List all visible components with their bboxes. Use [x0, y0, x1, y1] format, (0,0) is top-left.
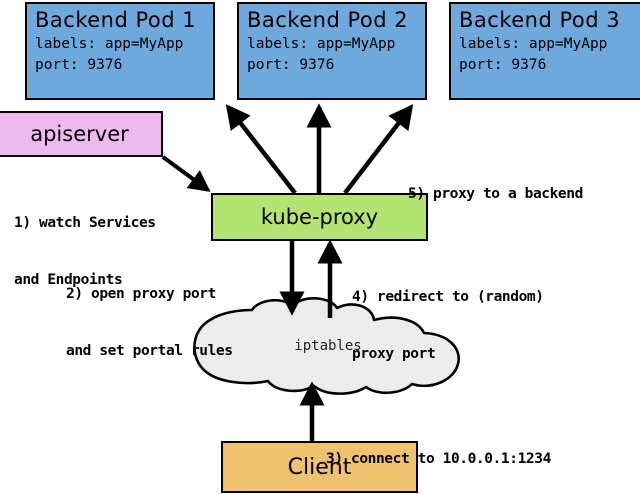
step-3-label: 3) connect to 10.0.0.1:1234: [326, 412, 551, 494]
backend-pod-1-labels: labels: app=MyApp: [35, 36, 184, 52]
backend-pod-2-box[interactable]: Backend Pod 2 labels: app=MyApp port: 93…: [237, 2, 427, 100]
step-5-line-1: 5) proxy to a backend: [408, 186, 583, 202]
backend-pod-3-title: Backend Pod 3: [459, 8, 621, 32]
backend-pod-3-labels: labels: app=MyApp: [459, 36, 608, 52]
backend-pod-1-port: port: 9376: [35, 57, 123, 73]
step-4-line-2: proxy port: [352, 346, 436, 362]
backend-pod-1-title: Backend Pod 1: [35, 8, 197, 32]
client-box[interactable]: Client: [221, 441, 418, 493]
iptables-label: iptables: [294, 338, 362, 354]
kube-proxy-box[interactable]: kube-proxy: [211, 193, 428, 241]
apiserver-box[interactable]: apiserver: [0, 111, 163, 157]
backend-pod-1-box[interactable]: Backend Pod 1 labels: app=MyApp port: 93…: [25, 2, 215, 100]
step-2-label: 2) open proxy port and set portal rules: [66, 247, 233, 399]
step-4-label: 4) redirect to (random) proxy port: [352, 250, 544, 402]
client-label: Client: [287, 454, 352, 480]
kube-proxy-label: kube-proxy: [260, 205, 379, 229]
step-4-line-1: 4) redirect to (random): [352, 289, 544, 305]
arrow-kubeproxy-to-pod-1: [225, 104, 297, 195]
step-1-line-1: 1) watch Services: [14, 215, 156, 231]
step-5-label: 5) proxy to a backend: [408, 147, 583, 242]
backend-pod-2-title: Backend Pod 2: [247, 8, 409, 32]
apiserver-label: apiserver: [30, 122, 129, 146]
backend-pod-3-port: port: 9376: [459, 57, 547, 73]
step-2-line-1: 2) open proxy port: [66, 286, 216, 302]
backend-pod-2-port: port: 9376: [247, 57, 335, 73]
arrow-kubeproxy-to-pod-3: [343, 104, 414, 195]
step-1-label: 1) watch Services and Endpoints: [14, 176, 156, 328]
arrow-apiserver-to-kubeproxy: [161, 155, 211, 192]
step-3-line-1: 3) connect to 10.0.0.1:1234: [326, 451, 551, 467]
iptables-cloud: [193, 297, 460, 395]
backend-pod-3-box[interactable]: Backend Pod 3 labels: app=MyApp port: 93…: [449, 2, 640, 100]
step-2-line-2: and set portal rules: [66, 343, 233, 359]
step-1-line-2: and Endpoints: [14, 272, 123, 288]
backend-pod-2-labels: labels: app=MyApp: [247, 36, 396, 52]
